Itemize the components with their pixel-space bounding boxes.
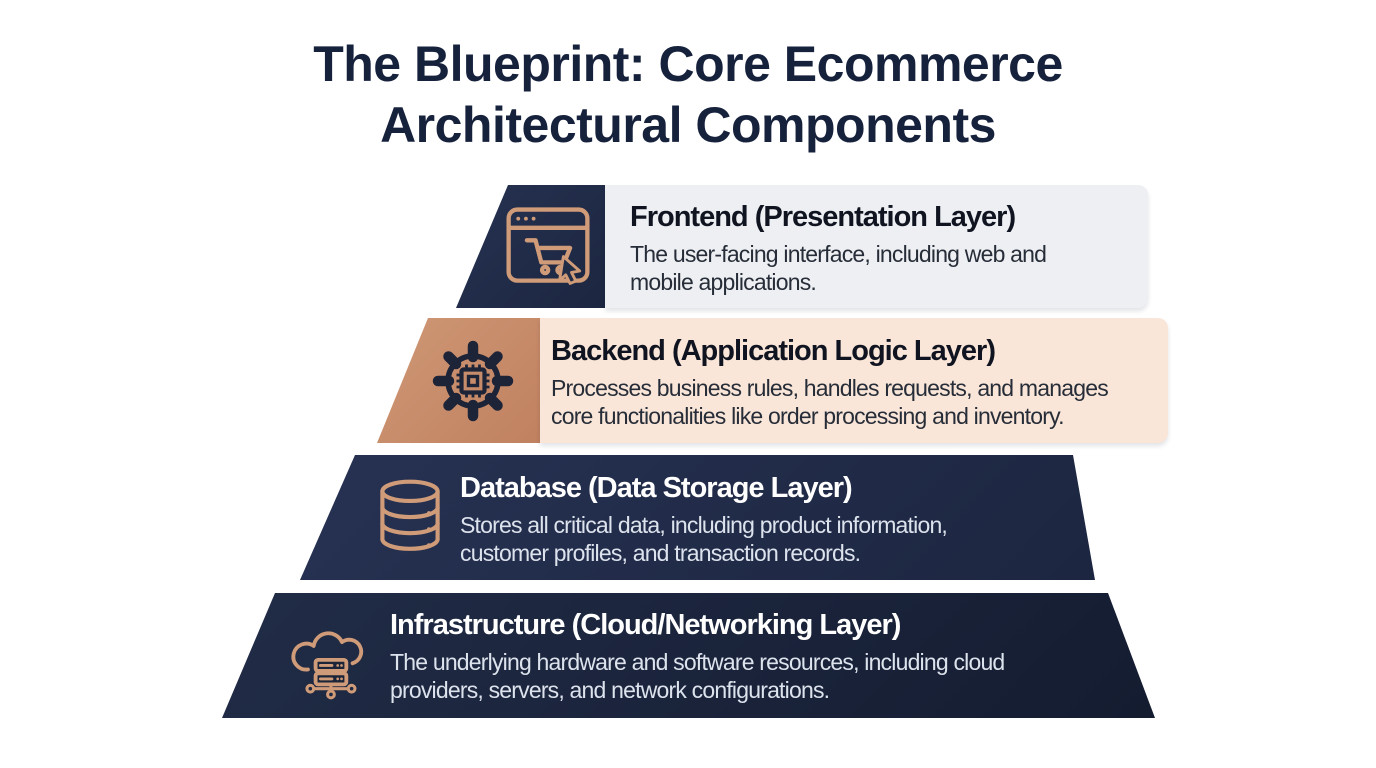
- backend-desc-line1: Processes business rules, handles reques…: [551, 375, 1109, 401]
- backend-panel: Backend (Application Logic Layer) Proces…: [540, 318, 1168, 443]
- cloud-server-icon: [291, 631, 364, 700]
- backend-description: Processes business rules, handles reques…: [551, 374, 1109, 430]
- page-title: The Blueprint: Core Ecommerce Architectu…: [0, 34, 1376, 156]
- frontend-icon-block: [456, 185, 605, 308]
- infrastructure-description: The underlying hardware and software res…: [390, 648, 1005, 704]
- database-desc-line2: customer profiles, and transaction recor…: [460, 540, 861, 566]
- frontend-heading: Frontend (Presentation Layer): [630, 201, 1016, 233]
- frontend-panel: Frontend (Presentation Layer) The user-f…: [605, 185, 1148, 308]
- database-desc-line1: Stores all critical data, including prod…: [460, 512, 948, 538]
- frontend-desc-line1: The user-facing interface, including web…: [630, 241, 1047, 267]
- database-band: Database (Data Storage Layer) Stores all…: [300, 455, 1095, 580]
- page-title-line2: Architectural Components: [380, 97, 996, 153]
- browser-cart-icon: [506, 207, 590, 285]
- page-title-line1: The Blueprint: Core Ecommerce: [313, 36, 1063, 92]
- infrastructure-heading: Infrastructure (Cloud/Networking Layer): [390, 609, 901, 641]
- infrastructure-desc-line1: The underlying hardware and software res…: [390, 649, 1005, 675]
- frontend-desc-line2: mobile applications.: [630, 269, 817, 295]
- database-icon: [380, 479, 440, 551]
- database-description: Stores all critical data, including prod…: [460, 511, 948, 567]
- infrastructure-desc-line2: providers, servers, and network configur…: [390, 677, 830, 703]
- backend-desc-line2: core functionalities like order processi…: [551, 403, 1064, 429]
- backend-heading: Backend (Application Logic Layer): [551, 335, 996, 367]
- database-heading: Database (Data Storage Layer): [460, 472, 853, 504]
- gear-chip-icon: [432, 340, 514, 422]
- infrastructure-band: Infrastructure (Cloud/Networking Layer) …: [222, 593, 1155, 718]
- backend-icon-block: [377, 318, 540, 443]
- frontend-description: The user-facing interface, including web…: [630, 240, 1047, 296]
